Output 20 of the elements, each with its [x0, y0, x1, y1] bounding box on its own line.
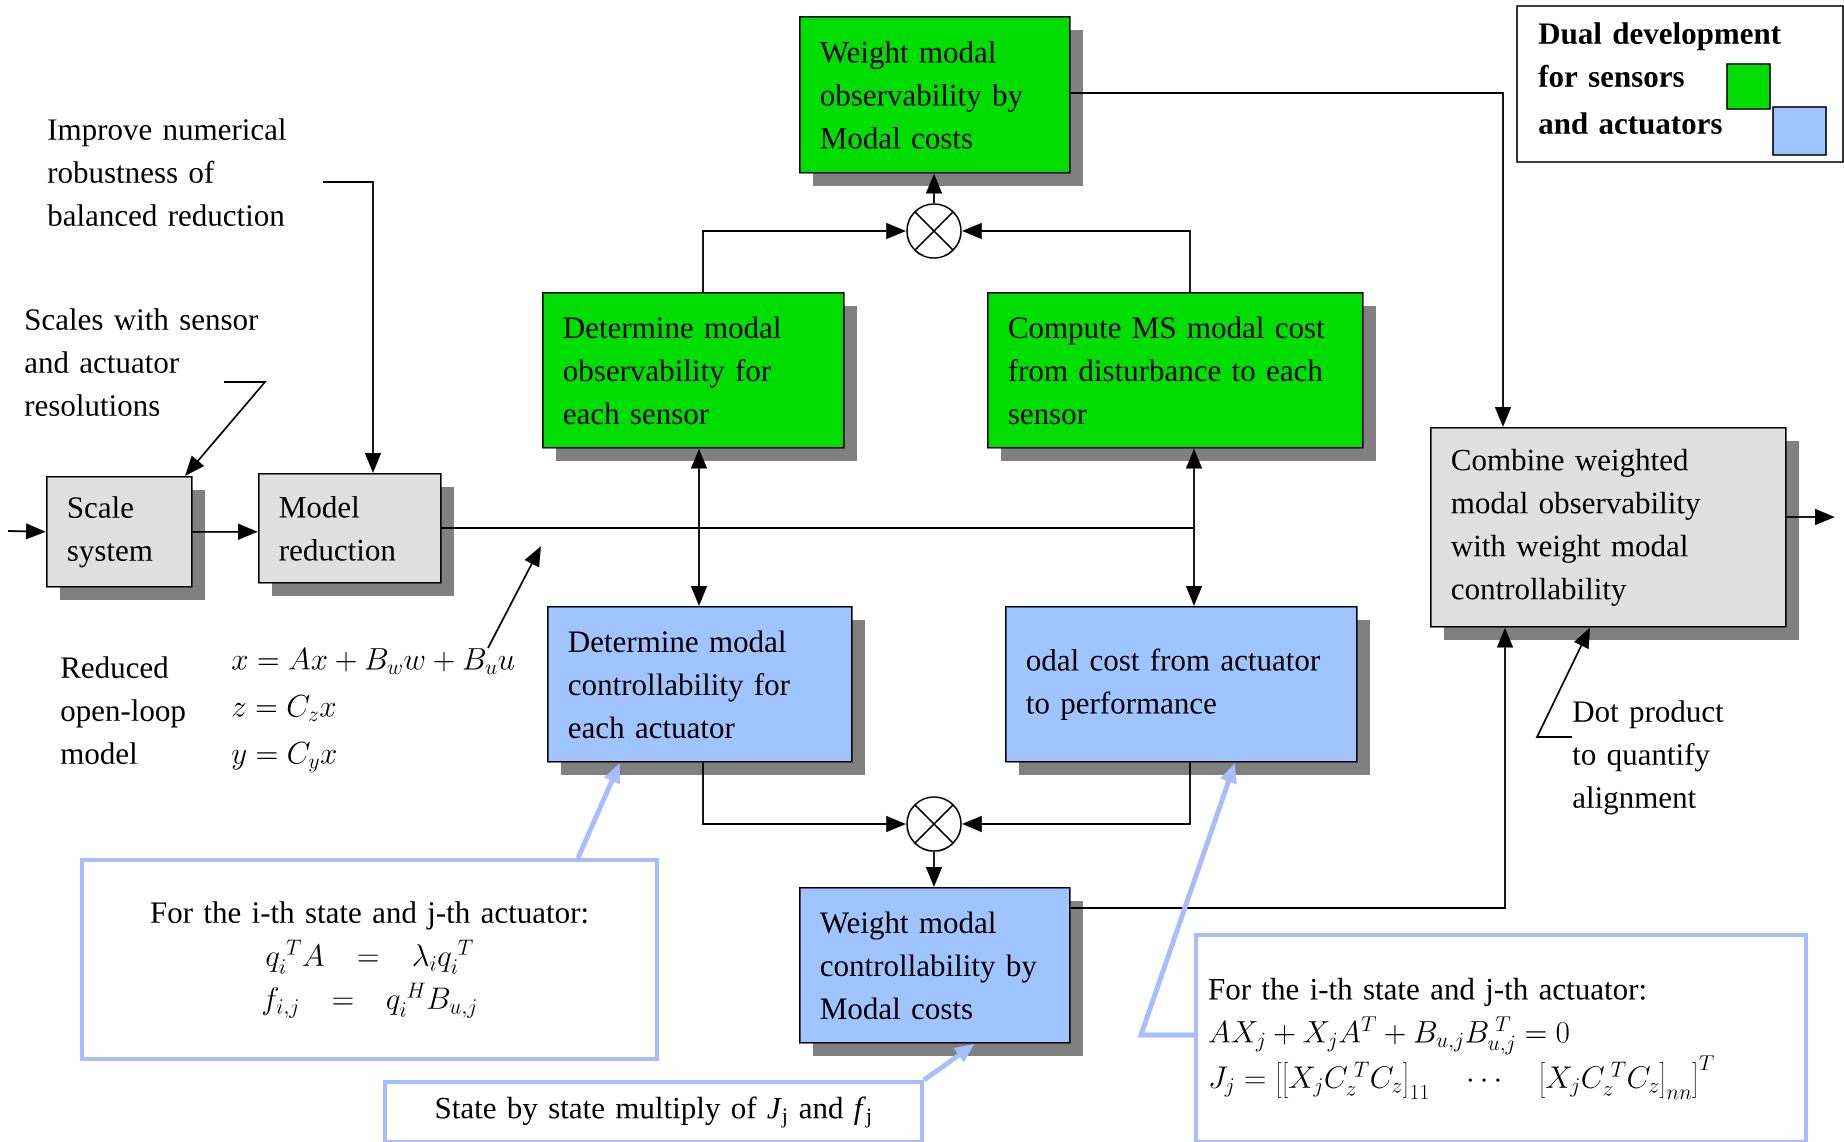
process-box: Determine modal observability for each sensor — [542, 292, 857, 461]
leader-line — [185, 381, 267, 476]
process-box: Determine modal controllability for each actuator — [547, 606, 865, 775]
annotation-text: Scales with sensor and actuator resolutions — [24, 308, 259, 416]
annotation-text: Dot product to quantify alignment — [1572, 700, 1724, 815]
process-box: Weight modal controllability by Modal costs — [799, 887, 1083, 1056]
callout-box: For the i-th state and j-th actuator: $q_i^{\;T} A = \lambda_i q_i^{\;T}$ $f_{i,j} = q_i^{\;H} B_{u,j}$ — [80, 858, 659, 1061]
process-box: Weight modal observability by Modal costs — [799, 16, 1083, 186]
annotation-text: Improve numerical robustness of balanced reduction — [47, 118, 286, 226]
callout-box: State by state multiply of J$_{j}$ and f$_{j}$ — [383, 1080, 924, 1142]
callout-box: For the i-th state and j-th actuator: $A X_j + X_j A^T + B_{u,j} B_{u,j}^{\;T} = 0$ $J_j = \left[ \left[ X_j C_z^{\;T} C_z \right]_{11} \quad \cdots \quad \left[ X_j C_z^{\;T} C_z \right]_{nn} \right]^T$ — [1194, 933, 1808, 1142]
legend-text: and actuators — [1539, 112, 1722, 135]
process-box: Scale system — [46, 476, 205, 600]
process-box: Model reduction — [258, 473, 454, 596]
multiplier-circle — [906, 203, 962, 259]
process-box: Combine weighted modal observability with weight modal controllability — [1430, 427, 1799, 640]
model-equations: Reduced open-loop model $x = Ax + B_w w + B_u u$ $z = C_z x$ $y = C_y x$ — [60, 647, 515, 773]
process-box: Compute MS modal cost from disturbance to each sensor — [987, 292, 1376, 461]
multiplier-circle — [906, 796, 962, 852]
process-box: odal cost from actuator to performance — [1005, 606, 1370, 775]
